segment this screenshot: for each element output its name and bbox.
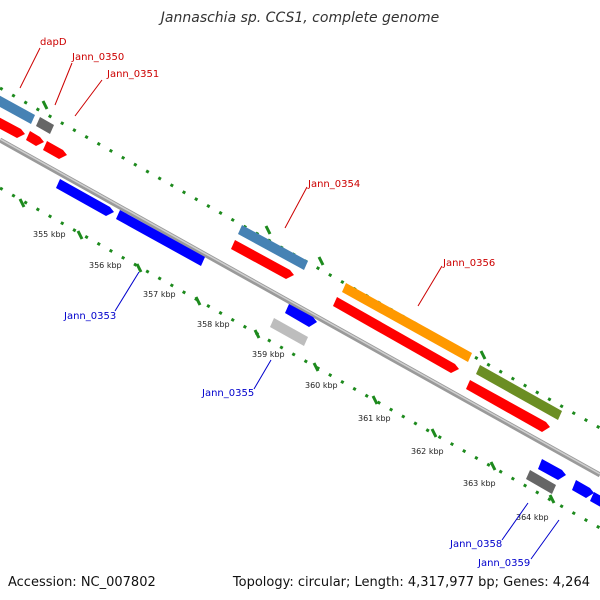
scale-label: 356 kbp xyxy=(89,261,122,270)
gene-gray-1[interactable] xyxy=(526,470,556,494)
gene-blue-5[interactable] xyxy=(590,492,600,510)
gene-steelblue-0[interactable] xyxy=(0,93,35,124)
scale-label: 357 kbp xyxy=(143,290,176,299)
gene-labels: dapD Jann_0350 Jann_0351 Jann_0354 Jann_… xyxy=(40,37,530,569)
inner-dotted-guide xyxy=(0,186,600,530)
scale-label: 359 kbp xyxy=(252,350,285,359)
gene-label-jann-0351[interactable]: Jann_0351 xyxy=(106,69,159,80)
accession-text: Accession: NC_007802 xyxy=(8,575,156,590)
scale-label: 361 kbp xyxy=(358,414,391,423)
genome-summary-text: Topology: circular; Length: 4,317,977 bp… xyxy=(232,575,590,590)
gene-orange-0[interactable] xyxy=(342,283,472,362)
gene-blue-3[interactable] xyxy=(538,459,566,480)
gene-blue-2[interactable] xyxy=(285,304,317,327)
scale-label: 363 kbp xyxy=(463,479,496,488)
gene-gray-0[interactable] xyxy=(36,117,54,134)
scale-ticks xyxy=(18,100,556,504)
outer-dotted-guide xyxy=(0,86,600,430)
scale-label: 362 kbp xyxy=(411,447,444,456)
gene-red-2[interactable] xyxy=(43,141,67,159)
scale-label: 358 kbp xyxy=(197,320,230,329)
scale-label: 355 kbp xyxy=(33,230,66,239)
gene-label-jann-0355[interactable]: Jann_0355 xyxy=(201,388,254,399)
genome-backbone xyxy=(0,137,600,478)
gene-lightgray-0[interactable] xyxy=(270,318,308,346)
scale-label: 360 kbp xyxy=(305,381,338,390)
gene-blue-1[interactable] xyxy=(116,210,205,266)
gene-steelblue-1[interactable] xyxy=(238,225,308,270)
gene-red-0[interactable] xyxy=(0,115,25,138)
gene-label-jann-0353[interactable]: Jann_0353 xyxy=(63,311,116,322)
gene-red-3[interactable] xyxy=(231,240,294,279)
gene-red-1[interactable] xyxy=(26,131,44,146)
gene-red-4[interactable] xyxy=(333,297,459,373)
label-leaders xyxy=(19,47,560,560)
map-title: Jannaschia sp. CCS1, complete genome xyxy=(160,10,440,26)
gene-olive-0[interactable] xyxy=(476,365,562,420)
genes xyxy=(0,93,600,510)
gene-blue-0[interactable] xyxy=(56,179,114,216)
gene-red-5[interactable] xyxy=(466,380,550,432)
genome-backbone-highlight xyxy=(0,138,600,475)
gene-label-jann-0350[interactable]: Jann_0350 xyxy=(71,52,124,63)
scale-labels: 355 kbp 356 kbp 357 kbp 358 kbp 359 kbp … xyxy=(33,230,549,522)
gene-label-dapd[interactable]: dapD xyxy=(40,37,67,48)
scale-label: 364 kbp xyxy=(516,513,549,522)
gene-label-jann-0359[interactable]: Jann_0359 xyxy=(477,558,530,569)
gene-label-jann-0358[interactable]: Jann_0358 xyxy=(449,539,502,550)
gene-label-jann-0356[interactable]: Jann_0356 xyxy=(442,258,495,269)
gene-label-jann-0354[interactable]: Jann_0354 xyxy=(307,179,360,190)
gene-blue-4[interactable] xyxy=(572,480,594,498)
